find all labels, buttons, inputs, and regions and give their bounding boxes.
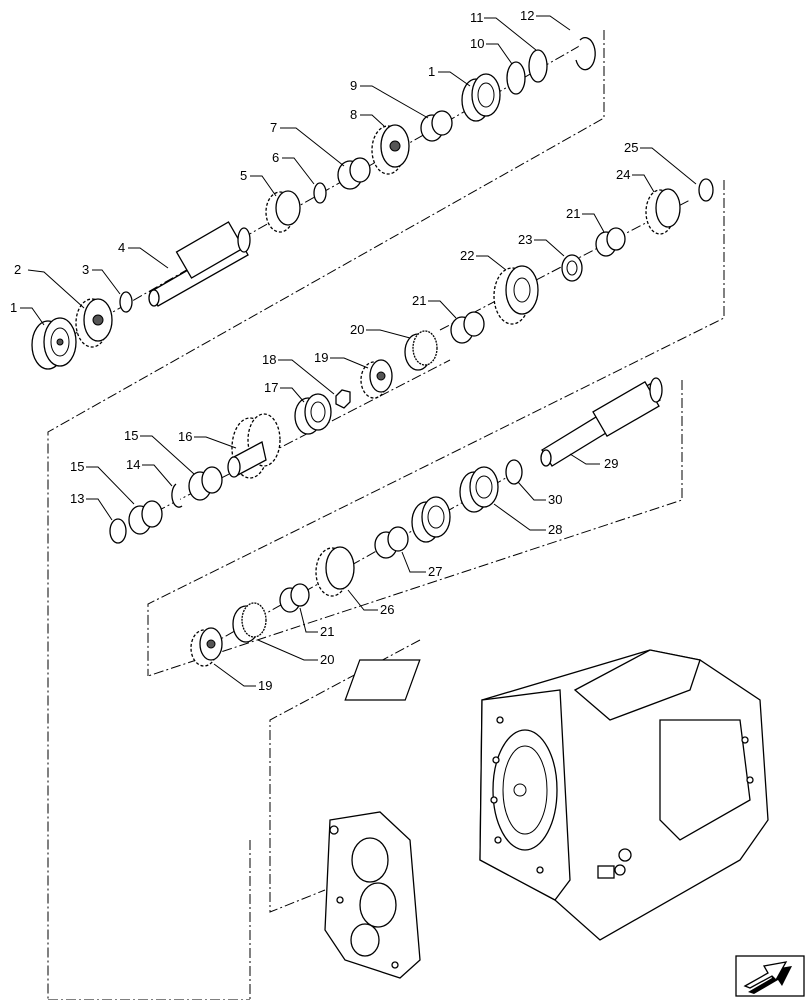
bearing-28 — [459, 466, 499, 513]
bearing-1-left — [31, 317, 77, 370]
bushing-15-right — [188, 466, 223, 501]
callout-9: 9 — [350, 78, 357, 93]
gear-8 — [371, 124, 410, 175]
callout-15a: 15 — [124, 428, 138, 443]
gear-2 — [75, 298, 113, 348]
gear-26 — [315, 546, 355, 597]
ring-6 — [313, 182, 327, 204]
callout-28: 28 — [548, 522, 562, 537]
spacer-9 — [420, 110, 453, 142]
gear-22 — [493, 265, 539, 325]
callout-5: 5 — [240, 168, 247, 183]
synchro-ring-20-bottom — [232, 602, 267, 643]
bushing-21-top — [595, 227, 626, 257]
front-cover-plate — [324, 811, 421, 979]
callout-22: 22 — [460, 248, 474, 263]
synchro-ring-20-top — [404, 330, 438, 371]
callout-1b: 1 — [428, 64, 435, 79]
callout-2: 2 — [14, 262, 21, 277]
axis-lines — [54, 39, 691, 646]
bearing-1-right — [461, 73, 501, 122]
callout-21b: 21 — [412, 293, 426, 308]
snap-ring-3 — [119, 291, 133, 313]
callout-20a: 20 — [350, 322, 364, 337]
washer-23 — [561, 254, 583, 282]
callout-13: 13 — [70, 491, 84, 506]
callout-8: 8 — [350, 107, 357, 122]
spacer-27 — [374, 526, 409, 559]
callout-23: 23 — [518, 232, 532, 247]
callout-25: 25 — [624, 140, 638, 155]
circlip-12 — [575, 37, 596, 71]
callout-14: 14 — [126, 457, 140, 472]
callout-27: 27 — [428, 564, 442, 579]
main-shaft-29 — [540, 377, 663, 467]
callout-11: 11 — [470, 10, 484, 25]
nut-18 — [335, 389, 351, 409]
next-page-arrow-icon — [743, 961, 792, 994]
callout-21a: 21 — [566, 206, 580, 221]
callout-1a: 1 — [10, 300, 17, 315]
bushing-21-mid — [450, 311, 485, 344]
callout-19b: 19 — [258, 678, 272, 693]
callout-3: 3 — [82, 262, 89, 277]
transmission-housing — [344, 649, 769, 941]
gear-5 — [265, 190, 301, 233]
next-page-button[interactable] — [735, 955, 805, 997]
callout-24: 24 — [616, 167, 630, 182]
gear-24 — [645, 188, 681, 235]
callout-7: 7 — [270, 120, 277, 135]
callout-21c: 21 — [320, 624, 334, 639]
callout-17: 17 — [264, 380, 278, 395]
bearing-28-inner — [411, 496, 451, 543]
bearing-17 — [294, 393, 332, 435]
callout-29: 29 — [604, 456, 618, 471]
shim-10 — [506, 61, 526, 95]
cluster-gear-16 — [227, 413, 281, 479]
callout-20b: 20 — [320, 652, 334, 667]
callout-16: 16 — [178, 429, 192, 444]
snap-ring-13 — [109, 518, 127, 544]
leader-lines — [20, 15, 697, 687]
callout-4: 4 — [118, 240, 125, 255]
callout-labels: 1 2 3 4 5 6 7 8 9 1 10 11 12 25 24 21 23… — [10, 8, 638, 693]
gear-19-top — [360, 359, 393, 399]
callout-6: 6 — [272, 150, 279, 165]
bushing-7 — [337, 157, 371, 190]
gear-19-bottom — [190, 627, 223, 667]
callout-19a: 19 — [314, 350, 328, 365]
circlip-30 — [505, 459, 523, 485]
circlip-14 — [171, 483, 183, 508]
callout-30: 30 — [548, 492, 562, 507]
input-shaft-4 — [148, 221, 251, 307]
callout-10: 10 — [470, 36, 484, 51]
circlip-25 — [698, 178, 714, 202]
bushing-15-left — [128, 500, 163, 535]
callout-18: 18 — [262, 352, 276, 367]
callout-26: 26 — [380, 602, 394, 617]
bushing-21-bottom — [279, 583, 310, 613]
shim-11 — [528, 49, 548, 83]
callout-12: 12 — [520, 8, 534, 23]
callout-15b: 15 — [70, 459, 84, 474]
